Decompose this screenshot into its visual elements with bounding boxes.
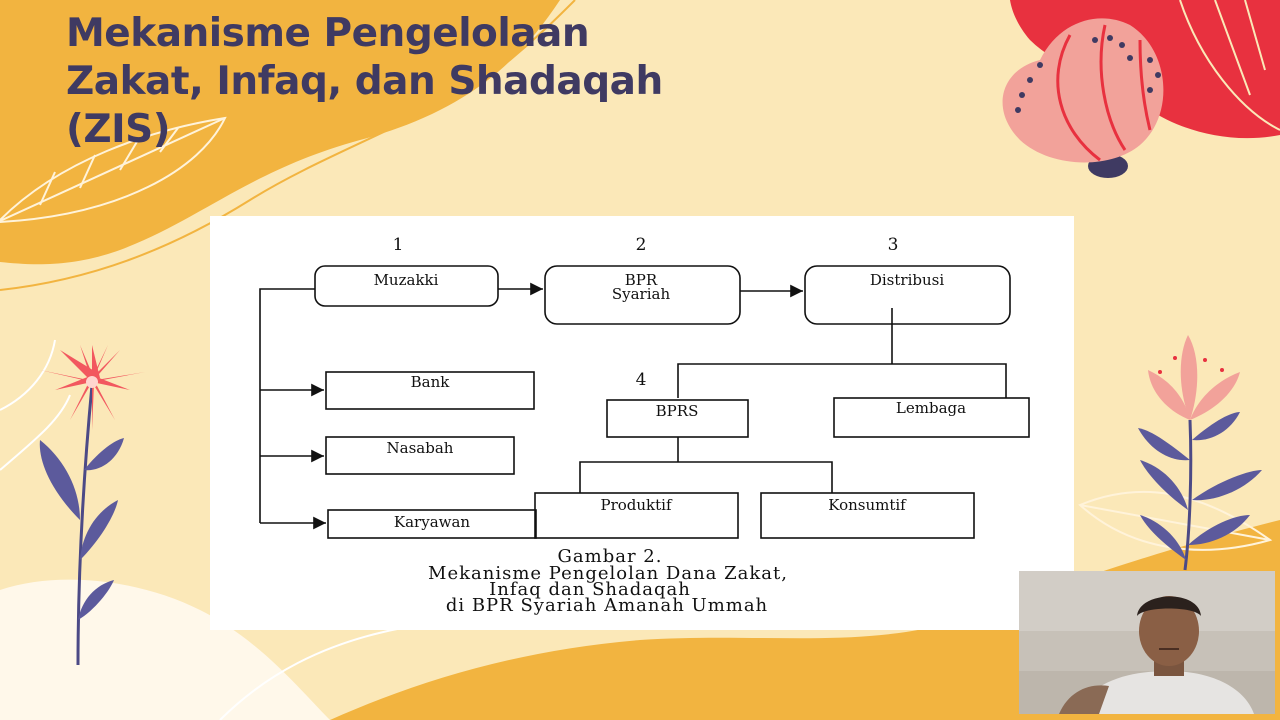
connector-split-bottom — [579, 461, 833, 493]
node-muzakki-label: Muzakki — [374, 271, 439, 289]
connector-split-top — [677, 363, 1007, 398]
node-bpr-label-line2: Syariah — [612, 285, 671, 303]
node-lembaga-box — [833, 397, 1030, 438]
connector-left-bus — [259, 288, 315, 523]
node-bank-box — [325, 371, 535, 410]
node-produktif-box — [534, 492, 739, 539]
step-number-3: 3 — [888, 235, 899, 255]
node-bpr-label-line1: BPR — [625, 271, 658, 289]
title-line-1: Mekanisme Pengelolaan — [66, 11, 590, 56]
node-distribusi-label: Distribusi — [870, 271, 944, 289]
orange-blob-top-left — [0, 0, 560, 265]
leaf-outline-left — [0, 339, 71, 471]
caption-line-3: Infaq dan Shadaqah — [489, 579, 691, 600]
node-nasabah-box — [325, 436, 515, 475]
step-number-1: 1 — [393, 235, 404, 255]
node-konsumtif-label: Konsumtif — [828, 496, 907, 514]
diagram-panel: 1 2 3 4 Muzakki BPR Syariah Distribusi B… — [210, 216, 1074, 630]
step-number-2: 2 — [636, 235, 647, 255]
leaf-outline-top-right — [1179, 0, 1280, 131]
node-karyawan-label: Karyawan — [394, 513, 471, 531]
flower-icon — [1138, 335, 1262, 571]
node-bpr-box — [544, 265, 741, 325]
slide-title: Mekanisme Pengelolaan Zakat, Infaq, dan … — [66, 10, 706, 154]
node-nasabah-label: Nasabah — [387, 439, 454, 457]
diagram-caption: Gambar 2. Mekanisme Pengelolan Dana Zaka… — [428, 546, 788, 616]
webcam-video — [1019, 571, 1275, 714]
title-line-2: Zakat, Infaq, dan Shadaqah — [66, 59, 663, 104]
step-number-4: 4 — [636, 370, 647, 390]
bud-icon — [1002, 18, 1164, 178]
node-bank-label: Bank — [411, 373, 451, 391]
node-muzakki-box — [314, 265, 499, 307]
caption-line-1: Gambar 2. — [558, 546, 663, 567]
node-karyawan-box — [327, 509, 537, 539]
white-line-bottom — [219, 624, 421, 720]
node-bprs-label: BPRS — [656, 402, 699, 420]
node-distribusi-box — [804, 265, 1011, 325]
presenter-image — [1019, 571, 1275, 714]
caption-line-4: di BPR Syariah Amanah Ummah — [446, 595, 768, 616]
flower-icon — [39, 345, 145, 666]
node-produktif-label: Produktif — [600, 496, 672, 514]
title-line-3: (ZIS) — [66, 107, 171, 152]
leaf-icon — [0, 116, 227, 224]
node-lembaga-label: Lembaga — [896, 399, 966, 417]
caption-line-2: Mekanisme Pengelolan Dana Zakat, — [428, 563, 788, 584]
flow-diagram: 1 2 3 4 Muzakki BPR Syariah Distribusi B… — [259, 235, 1030, 616]
leaf-outline-bottom-right — [1078, 490, 1273, 551]
orange-curve-line — [0, 0, 576, 291]
node-konsumtif-box — [760, 492, 975, 539]
